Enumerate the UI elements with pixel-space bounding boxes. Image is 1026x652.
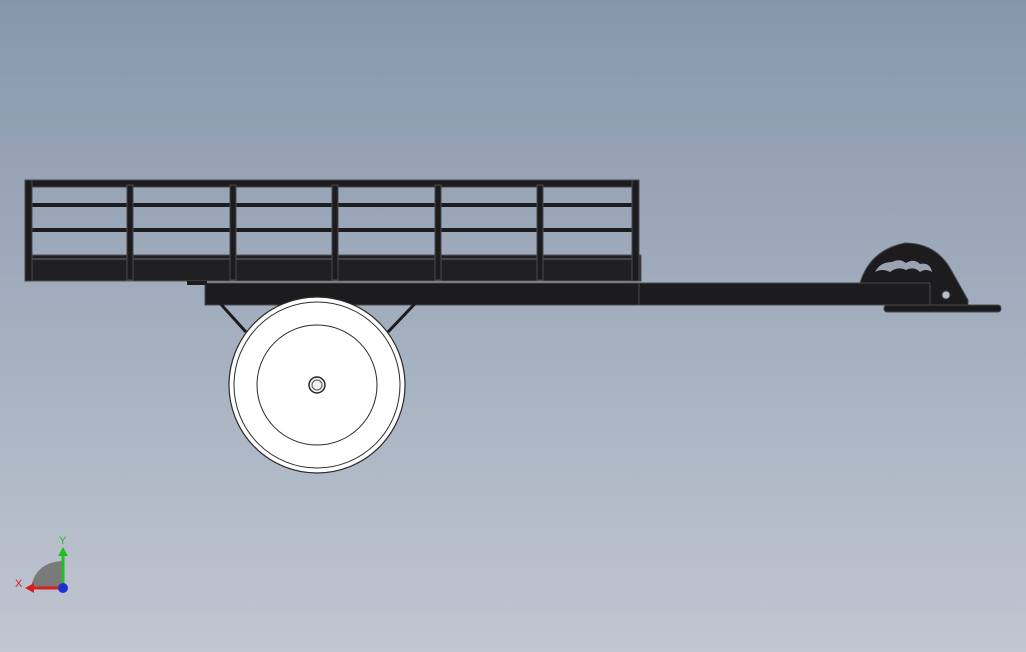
wheel[interactable]: [228, 296, 406, 474]
plate-slots: [875, 260, 932, 272]
tire-inner-edge: [233, 301, 401, 469]
triad-z-axis: [58, 583, 68, 593]
cargo-bed[interactable]: [24, 179, 642, 282]
bed-stake-2: [229, 184, 237, 281]
bed-stake-4: [434, 184, 442, 281]
jack-plate: [859, 242, 969, 308]
bed-stake-1: [126, 184, 134, 281]
bed-front-post: [631, 179, 640, 282]
hitch[interactable]: [859, 242, 1002, 313]
reference-triad: X Y: [15, 535, 68, 593]
tongue-beam: [638, 282, 935, 306]
triad-x-arrow: [25, 583, 34, 593]
axle-brackets: [206, 283, 430, 334]
hub: [308, 376, 326, 394]
coupler-plate: [883, 304, 1002, 313]
triad-y-label: Y: [59, 535, 67, 547]
triad-plane: [31, 561, 63, 587]
plate-hole: [941, 290, 951, 300]
chassis-lip: [187, 281, 207, 285]
bed-stake-5: [536, 184, 544, 281]
bed-rear-post: [24, 179, 33, 282]
rim: [256, 324, 378, 446]
triad-x-label: X: [15, 578, 23, 590]
triad-y-arrow: [58, 547, 68, 556]
trailer-model[interactable]: [24, 179, 1002, 474]
hub-bore: [311, 379, 323, 391]
bed-stake-3: [331, 184, 339, 281]
